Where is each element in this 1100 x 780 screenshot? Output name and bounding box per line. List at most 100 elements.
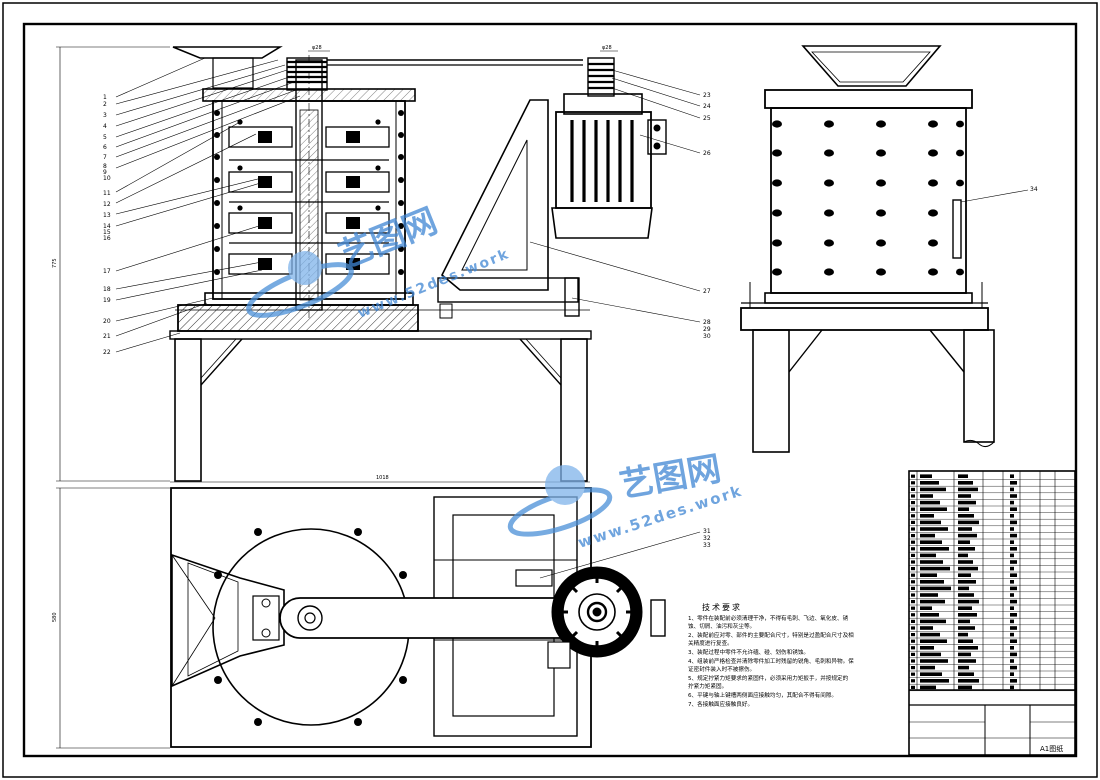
parts-row-text: [958, 665, 969, 670]
balloon-label: 10: [103, 175, 111, 182]
parts-row-text: [958, 599, 979, 604]
parts-row-number: [911, 573, 915, 577]
balloon-label: 26: [703, 150, 711, 157]
parts-row-text: [958, 679, 979, 683]
parts-row-text: [1010, 507, 1017, 511]
parts-row-text: [1010, 652, 1017, 657]
balloon-label: 24: [703, 103, 711, 110]
parts-row-number: [911, 487, 915, 491]
parts-row-number: [911, 481, 915, 485]
parts-row-text: [958, 626, 975, 630]
parts-row-text: [958, 494, 971, 498]
motor: [551, 57, 667, 239]
parts-row-text: [1010, 619, 1014, 624]
dim-width: 1018: [376, 475, 389, 481]
balloon-label: 9: [103, 169, 107, 176]
parts-row-text: [920, 474, 932, 478]
parts-row-number: [911, 534, 915, 538]
parts-row-number: [911, 619, 915, 623]
parts-row-text: [1010, 639, 1017, 643]
balloon-label: 6: [103, 144, 107, 151]
balloon-label: 3: [103, 112, 107, 119]
parts-row-number: [911, 474, 915, 478]
balloon-label: 17: [103, 268, 111, 275]
requirement-line: 4、组装前严格检查并清除零件加工时残留的锐角、毛刺和异物。保: [688, 658, 854, 665]
parts-row-text: [1010, 573, 1017, 577]
parts-row-text: [920, 685, 936, 690]
parts-row-text: [920, 533, 935, 538]
parts-row-text: [920, 500, 940, 505]
balloon-label: 11: [103, 190, 111, 197]
parts-row-text: [1010, 626, 1017, 630]
parts-row-text: [920, 659, 948, 663]
parts-row-text: [1010, 487, 1014, 492]
parts-row-text: [920, 566, 950, 571]
parts-row-number: [911, 646, 915, 650]
parts-row-text: [958, 520, 979, 525]
parts-row-text: [920, 626, 933, 630]
parts-row-text: [920, 679, 949, 683]
parts-row-text: [958, 533, 977, 538]
requirement-line: 蚀、切屑、油污和灰尘等。: [688, 624, 756, 631]
parts-list-rows: [909, 474, 1075, 691]
parts-row-text: [1010, 613, 1017, 617]
parts-row-text: [920, 632, 940, 637]
parts-row-text: [958, 672, 974, 676]
balloon-label: 8: [103, 163, 107, 170]
balloon-label: 21: [103, 333, 111, 340]
parts-row-number: [911, 685, 915, 689]
parts-list-table: [908, 470, 1076, 756]
balloon-label: 4: [103, 123, 107, 130]
parts-row-text: [958, 606, 972, 610]
parts-row-text: [920, 619, 946, 624]
balloon-label: 13: [103, 212, 111, 219]
plan-view: [170, 487, 701, 748]
left-pulley: [286, 57, 328, 91]
parts-row-text: [958, 619, 970, 624]
parts-row-text: [920, 494, 933, 498]
parts-row-text: [920, 553, 936, 558]
parts-row-text: [920, 547, 949, 551]
parts-row-text: [1010, 606, 1014, 610]
parts-row-text: [1010, 659, 1014, 663]
parts-row-number: [911, 514, 915, 518]
dimension-lines: [56, 46, 618, 749]
parts-row-number: [911, 613, 915, 617]
balloon-labels-plan: 31 32 33: [703, 528, 711, 549]
parts-row-text: [1010, 494, 1017, 498]
parts-row-number: [911, 652, 915, 656]
parts-row-text: [1010, 527, 1014, 531]
parts-row-text: [958, 632, 968, 637]
parts-row-text: [920, 646, 934, 650]
parts-row-text: [920, 613, 939, 617]
dim-pulley-left: φ28: [312, 45, 322, 51]
parts-row-text: [958, 553, 968, 558]
parts-row-text: [958, 566, 978, 571]
parts-row-text: [920, 514, 934, 518]
parts-row-text: [920, 481, 939, 485]
parts-row-number: [911, 501, 915, 505]
balloon-label: 16: [103, 235, 111, 242]
parts-row-text: [920, 540, 942, 544]
motor-top: [515, 566, 666, 669]
parts-row-text: [958, 474, 968, 478]
parts-row-number: [911, 672, 915, 676]
parts-row-text: [958, 580, 976, 584]
parts-row-number: [911, 507, 915, 511]
parts-row-number: [911, 580, 915, 584]
parts-row-text: [920, 487, 946, 492]
balloon-label: 2: [103, 101, 107, 108]
parts-row-text: [920, 573, 937, 577]
parts-row-number: [911, 626, 915, 630]
parts-row-text: [1010, 593, 1014, 597]
balloon-label: 22: [103, 349, 111, 356]
inner-frame: [22, 22, 1078, 758]
parts-row-text: [1010, 679, 1017, 683]
technical-requirements: 技术要求 1、零件在装配前必须清理干净，不得有毛刺、飞边、氧化皮、锈 蚀、切屑、…: [688, 603, 910, 709]
parts-row-text: [920, 639, 947, 643]
balloon-label: 12: [103, 201, 111, 208]
parts-row-text: [958, 593, 974, 597]
parts-row-number: [911, 520, 915, 524]
parts-row-text: [920, 520, 941, 525]
